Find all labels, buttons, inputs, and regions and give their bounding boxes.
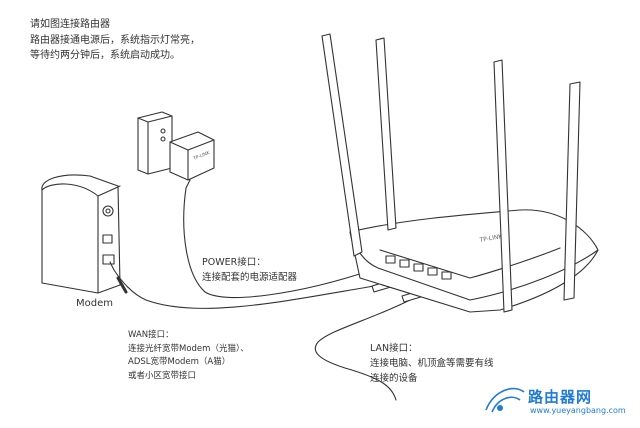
lan-cable bbox=[314, 299, 411, 401]
wan-port-desc: 连接光纤宽带Modem（光猫）、 bbox=[128, 343, 249, 354]
wan-port-label: WAN接口： 连接光纤宽带Modem（光猫）、 ADSL宽带Modem（A猫） … bbox=[128, 329, 249, 383]
power-port-title: POWER接口： bbox=[202, 257, 266, 268]
wan-port-desc: 或者小区宽带接口 bbox=[128, 370, 197, 381]
antenna-icon bbox=[375, 37, 397, 231]
antenna-icon bbox=[493, 59, 513, 313]
power-adapter-icon: TP-LINK bbox=[169, 131, 215, 181]
lan-port-desc: 连接电脑、机顶盒等需要有线 bbox=[370, 358, 494, 369]
power-cable bbox=[183, 179, 381, 299]
lan-port-label: LAN接口： 连接电脑、机顶盒等需要有线 连接的设备 bbox=[370, 341, 494, 386]
power-port-label: POWER接口： 连接配套的电源适配器 bbox=[202, 255, 297, 285]
wan-port-desc: ADSL宽带Modem（A猫） bbox=[128, 357, 231, 367]
svg-text:TP-LINK: TP-LINK bbox=[478, 233, 504, 244]
instructions-text: 请如图连接路由器 路由器接通电源后，系统指示灯常亮， 等待约两分钟后，系统启动成… bbox=[30, 17, 200, 64]
wall-outlet-icon bbox=[137, 111, 173, 175]
watermark-name: 路由器网 bbox=[528, 388, 593, 406]
antenna-icon bbox=[563, 81, 581, 301]
instruction-line: 等待约两分钟后，系统启动成功。 bbox=[30, 50, 180, 61]
watermark-url: www.yueyangbang.com bbox=[530, 406, 626, 415]
wan-port-title: WAN接口： bbox=[128, 330, 174, 340]
power-port-desc: 连接配套的电源适配器 bbox=[202, 272, 298, 283]
lan-port-desc: 连接的设备 bbox=[370, 373, 418, 384]
lan-port-title: LAN接口： bbox=[370, 343, 418, 354]
instruction-line: 路由器接通电源后，系统指示灯常亮， bbox=[30, 34, 200, 46]
antenna-icon bbox=[321, 33, 363, 257]
wan-cable bbox=[109, 261, 381, 309]
watermark-logo-icon bbox=[485, 387, 525, 413]
modem-label: Modem bbox=[76, 298, 113, 309]
instruction-line: 请如图连接路由器 bbox=[30, 19, 110, 30]
modem-icon bbox=[41, 174, 121, 294]
